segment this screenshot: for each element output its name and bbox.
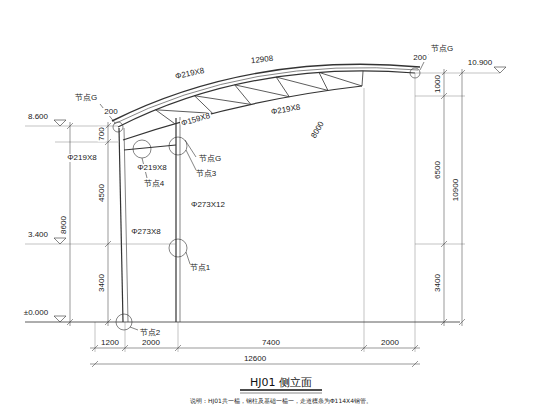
truss-web	[362, 71, 363, 86]
columns	[119, 117, 180, 322]
dimension-lines	[67, 69, 465, 367]
extension-lines	[25, 73, 500, 352]
callout-label: 节点G	[74, 94, 98, 102]
member-size: Φ219X8	[270, 103, 302, 116]
dimension-text: 1000	[434, 74, 442, 94]
drawing-note: 说明：HJ01共一榀，钢柱及基础一榀一，走道檩条为Φ114X4钢管。	[190, 398, 372, 404]
member-size: Φ219X8	[174, 67, 206, 81]
elevation-text: 10.900	[467, 59, 493, 67]
elevation-text: 8.600	[27, 113, 49, 121]
dimension-text: 200	[103, 108, 118, 116]
callout-label: 节点G	[430, 45, 454, 53]
dimension-text: 3400	[434, 273, 442, 293]
member-size: Φ159X8	[180, 112, 212, 128]
dimension-text: 200	[412, 54, 427, 62]
member-size: Φ273X8	[130, 228, 162, 236]
dimension-text: 6500	[434, 160, 442, 180]
callout-label: 节点2	[139, 329, 161, 337]
title-underline	[240, 390, 322, 393]
drawing-title: HJ01 侧立面	[250, 377, 312, 388]
dimension-text: 7400	[261, 339, 281, 347]
dimension-text: 8000	[310, 119, 327, 140]
truss-web	[195, 96, 251, 105]
member-size: Φ219X8	[66, 154, 98, 162]
elevation-markers	[54, 67, 506, 322]
truss-web	[319, 72, 362, 86]
dimension-text: 3400	[98, 273, 106, 293]
dimension-text: 700	[98, 126, 106, 141]
dimension-text: 4500	[98, 183, 106, 203]
dimension-text: 12600	[243, 355, 267, 363]
dimension-text: 2000	[141, 339, 161, 347]
member-size: Φ219X8	[136, 164, 168, 172]
detail-circles	[100, 54, 428, 330]
truss-web	[156, 110, 175, 124]
dimension-text: 2000	[380, 339, 400, 347]
callout-label: 节点G	[198, 155, 222, 163]
roof-truss	[112, 64, 420, 140]
elevation-text: 3.400	[27, 231, 49, 239]
dimension-text: 1200	[100, 339, 120, 347]
callout-label: 节点1	[189, 264, 211, 272]
truss-web	[235, 85, 290, 97]
arc-radius: 12908	[250, 55, 275, 65]
callout-label: 节点3	[195, 170, 217, 178]
truss-web	[276, 77, 328, 90]
dimension-text: 10900	[452, 178, 460, 202]
dimension-text: 8600	[60, 215, 68, 235]
callout-label: 节点4	[143, 180, 165, 188]
elevation-text: ±0.000	[23, 309, 49, 317]
member-size: Φ273X12	[190, 201, 226, 209]
